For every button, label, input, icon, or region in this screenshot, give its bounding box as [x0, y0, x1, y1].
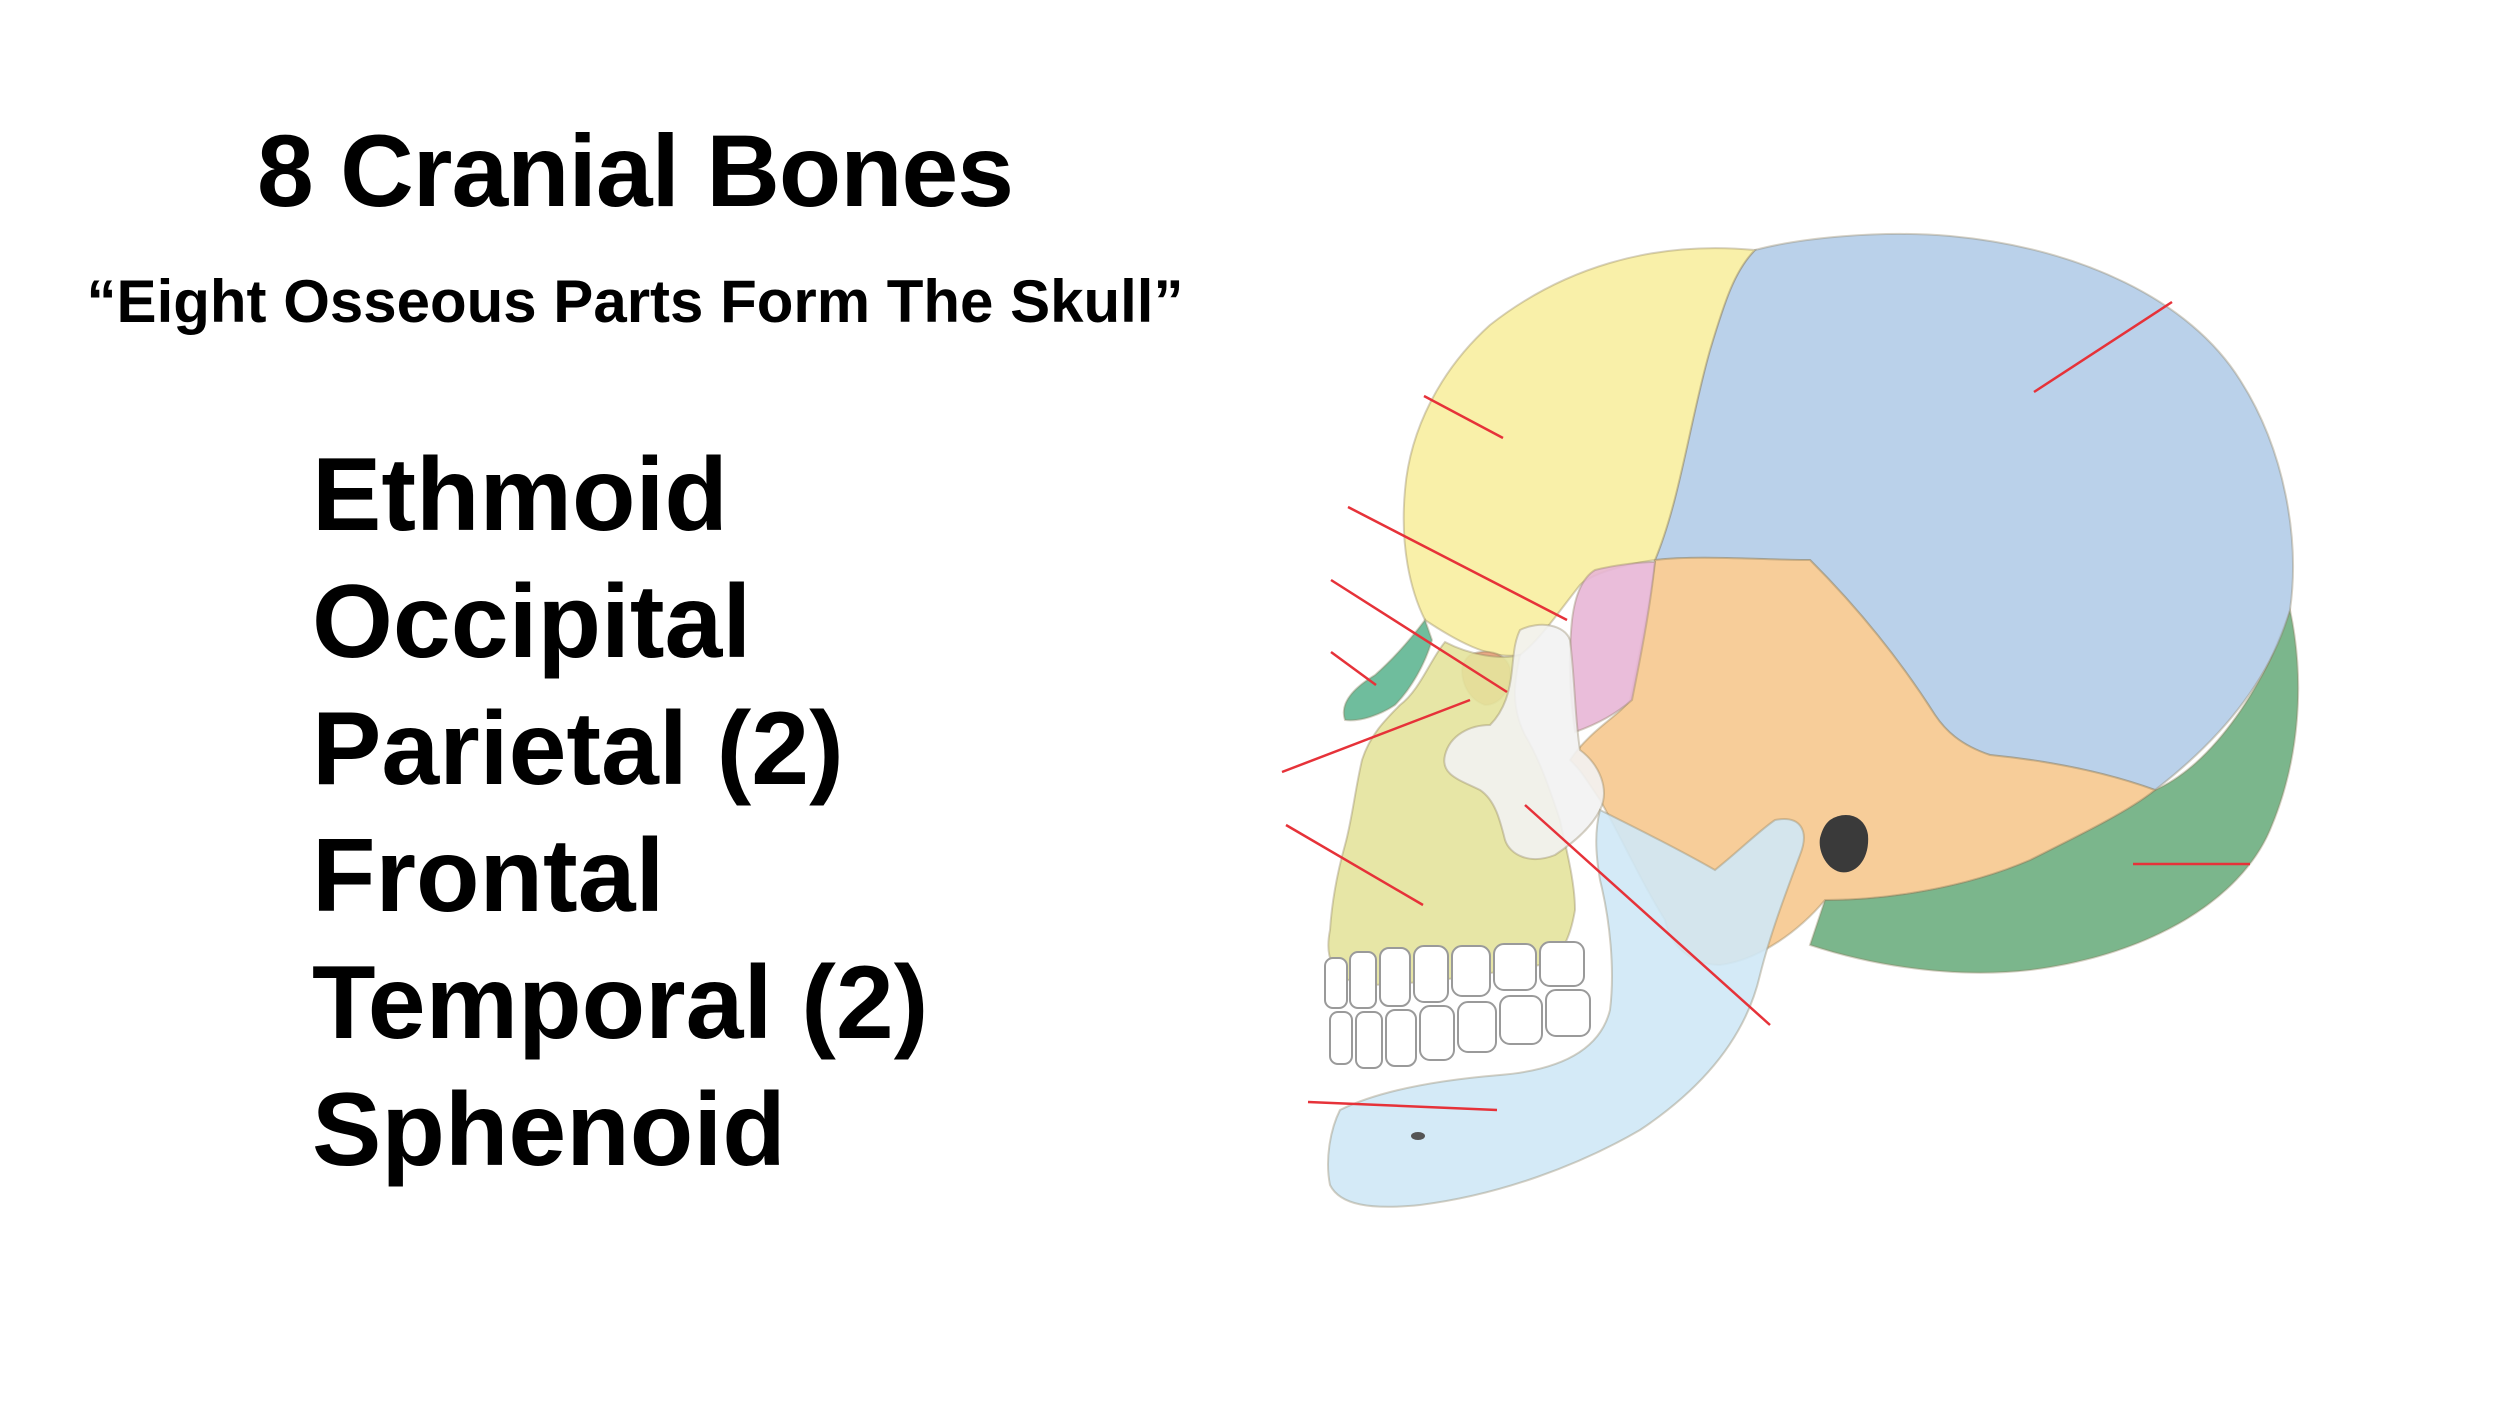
ear-canal: [1819, 815, 1869, 873]
nasal-bone: [1342, 617, 1434, 722]
bone-list-item: Parietal (2): [312, 691, 844, 807]
zygomatic-bone: [1443, 623, 1605, 860]
mental-foramen: [1411, 1132, 1425, 1140]
leader-lines: [1281, 300, 2250, 1112]
mnemonic-subtitle: “Eight Osseous Parts Form The Skull”: [86, 268, 1184, 335]
bone-list-item: Temporal (2): [312, 945, 929, 1061]
sphenoid-bone: [1568, 560, 1657, 734]
skull-diagram: [1281, 232, 2300, 1208]
bone-list-item: Occipital: [312, 564, 752, 680]
bone-list-item: Sphenoid: [312, 1072, 786, 1188]
slide-title: 8 Cranial Bones: [257, 114, 1014, 228]
teeth: [1324, 941, 1591, 1069]
bone-list: Ethmoid Occipital Parietal (2) Frontal T…: [312, 432, 928, 1194]
bone-list-item: Frontal: [312, 818, 665, 934]
bone-list-item: Ethmoid: [312, 437, 728, 553]
